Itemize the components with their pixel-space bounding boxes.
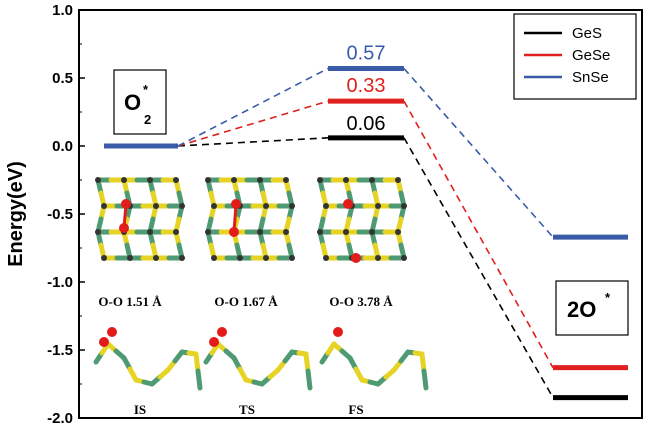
side-view-structure-ts [203, 327, 313, 391]
initial-state-sub: 2 [144, 112, 151, 127]
structure-name-is: IS [134, 402, 146, 417]
final-state-box: 2O * [555, 280, 629, 336]
y-axis: 1.0 0.5 0.0 -0.5 -1.0 -1.5 -2.0 [47, 2, 85, 427]
connector-gese-is-fs [177, 100, 329, 147]
connector-snse-is-fs [177, 67, 329, 147]
final-state-sup: * [605, 290, 611, 305]
structure-label-ts: O-O 1.67 Å [214, 294, 278, 309]
structure-label-fs: O-O 3.78 Å [329, 294, 393, 309]
y-tick-label: -0.5 [47, 206, 73, 223]
connector-ges-fs-final [403, 137, 554, 398]
legend-box [513, 13, 637, 100]
y-tick-label: 1.0 [52, 2, 73, 19]
lattice-structure-ts [205, 177, 295, 261]
side-view-structure-fs [319, 327, 429, 391]
structure-name-fs: FS [348, 402, 363, 417]
series-layer: 0.06 0.33 0.57 [104, 42, 628, 401]
y-tick-label: -2.0 [47, 410, 73, 427]
y-axis-title: Energy(eV) [5, 161, 27, 267]
connector-ges-is-fs [177, 137, 329, 147]
structure-name-ts: TS [239, 402, 255, 417]
y-tick-label: -1.0 [47, 274, 73, 291]
initial-state-sup: * [143, 82, 149, 97]
connector-gese-fs-final [403, 100, 554, 369]
value-label-gese: 0.33 [347, 75, 386, 97]
connector-snse-fs-final [403, 67, 554, 238]
legend-label-gese: GeSe [572, 47, 610, 64]
initial-state-main: O [124, 90, 141, 115]
structure-label-is: O-O 1.51 Å [98, 294, 162, 309]
legend-label-ges: GeS [572, 25, 602, 42]
y-tick-label: 0.5 [52, 70, 73, 87]
structure-illustrations [93, 177, 429, 391]
value-label-snse: 0.57 [347, 42, 386, 64]
value-label-ges: 0.06 [347, 113, 386, 135]
side-view-structure-is [93, 327, 203, 391]
y-tick-label: 0.0 [52, 138, 73, 155]
legend-label-snse: SnSe [572, 69, 609, 86]
initial-state-box: O * 2 [113, 69, 167, 135]
final-state-main: 2O [567, 297, 596, 322]
lattice-structure-is [95, 177, 185, 261]
lattice-structure-fs [317, 177, 407, 263]
y-tick-label: -1.5 [47, 342, 73, 359]
